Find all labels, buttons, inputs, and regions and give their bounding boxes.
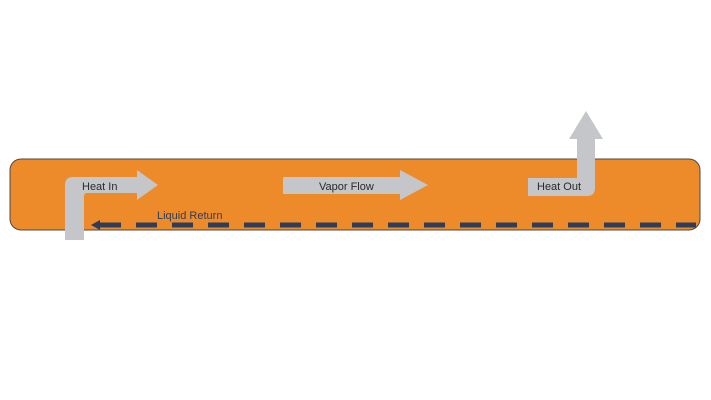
heat-in-label: Heat In [82,181,117,193]
heat-out-label: Heat Out [537,181,581,193]
vapor-flow-label: Vapor Flow [319,181,374,193]
heat-out-arrow [528,111,603,196]
liquid-return-label: Liquid Return [157,210,222,222]
heat-pipe-body [9,158,701,231]
liquid-return-arrowhead [91,220,100,230]
vapor-flow-arrow [283,170,428,200]
heat-in-arrow [65,170,158,240]
